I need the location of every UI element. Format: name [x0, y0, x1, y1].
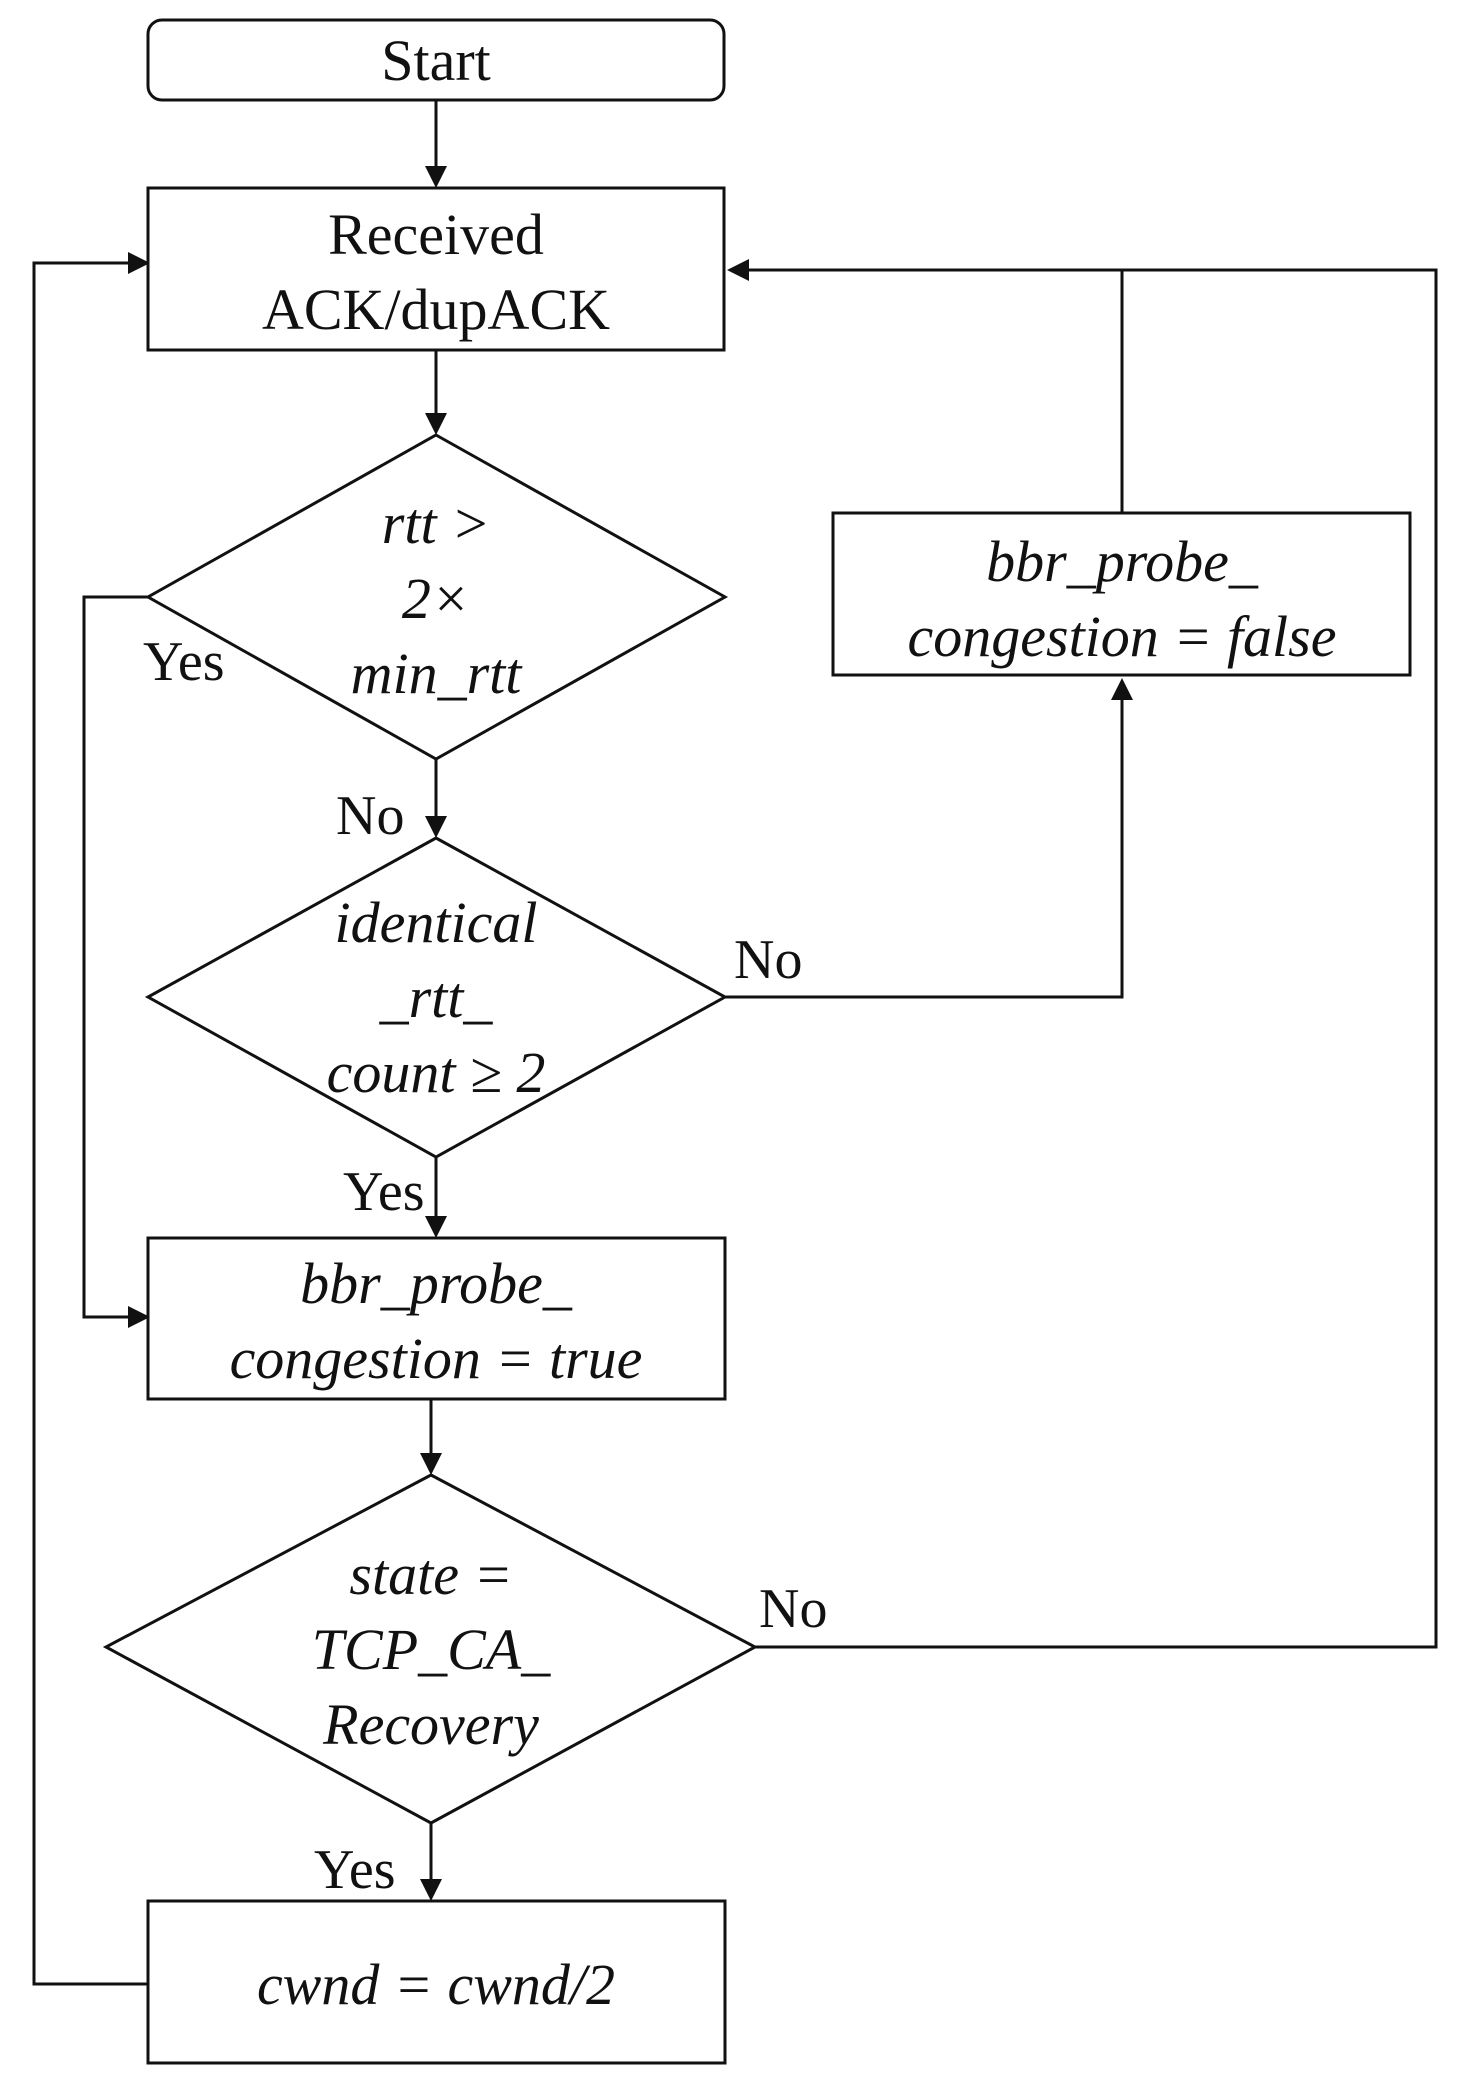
branch-labels: Yes No No Yes No Yes: [143, 631, 827, 1901]
arrowhead: [420, 1879, 442, 1901]
decision-identical-line2: _rtt_: [379, 965, 494, 1030]
arrowhead: [1111, 678, 1133, 700]
edge-cwnd-to-received: [32, 261, 148, 1986]
label-identical-yes: Yes: [343, 1161, 424, 1223]
node-received-line1: Received: [328, 202, 544, 267]
arrowhead: [425, 166, 447, 188]
decision-identical-line3: count ≥ 2: [327, 1040, 546, 1105]
process-shape: [146, 1236, 727, 1401]
node-start-text: Start: [381, 28, 491, 93]
decision-state-line1: state =: [349, 1542, 512, 1607]
process-shape: [831, 511, 1412, 677]
decision-rtt-line2: 2×: [402, 566, 470, 631]
decision-rtt: rtt > 2× min_rtt: [144, 433, 729, 761]
process-shape: [146, 1899, 727, 2065]
node-probe-false-line1: bbr_probe_: [986, 529, 1259, 594]
node-probe-true-line1: bbr_probe_: [300, 1251, 573, 1316]
connectors: [32, 100, 1438, 1986]
decision-shape: [144, 433, 729, 761]
decision-shape: [102, 1473, 759, 1825]
terminal-shape: [146, 18, 726, 102]
node-received-line2: ACK/dupACK: [262, 277, 610, 342]
node-start: Start: [146, 18, 726, 102]
node-cwnd: cwnd = cwnd/2: [146, 1899, 727, 2065]
decision-shape: [144, 836, 729, 1159]
decision-rtt-line1: rtt >: [382, 491, 490, 556]
node-probe-true: bbr_probe_ congestion = true: [146, 1236, 727, 1401]
arrowhead: [128, 252, 150, 274]
node-probe-false: bbr_probe_ congestion = false: [831, 511, 1412, 677]
decision-identical-line1: identical: [335, 890, 538, 955]
label-rtt-no: No: [336, 785, 404, 847]
decision-rtt-line3: min_rtt: [351, 641, 524, 706]
edge-rtt-yes: [82, 595, 148, 1319]
label-rtt-yes: Yes: [143, 631, 224, 693]
arrowhead: [420, 1453, 442, 1475]
decision-state-line3: Recovery: [322, 1692, 539, 1757]
arrowhead: [425, 413, 447, 435]
edge-return-right: [747, 268, 1438, 1649]
arrowhead: [425, 1216, 447, 1238]
node-probe-true-line2: congestion = true: [230, 1326, 643, 1391]
arrowhead: [425, 816, 447, 838]
decision-state-line2: TCP_CA_: [312, 1617, 551, 1682]
node-cwnd-text: cwnd = cwnd/2: [257, 1952, 615, 2017]
label-state-no: No: [759, 1578, 827, 1640]
node-probe-false-line2: congestion = false: [908, 604, 1337, 669]
node-received: Received ACK/dupACK: [146, 186, 726, 352]
process-shape: [146, 186, 726, 352]
arrowhead: [727, 259, 749, 281]
label-identical-no: No: [734, 929, 802, 991]
edge-identical-no: [725, 698, 1124, 999]
decision-state: state = TCP_CA_ Recovery: [102, 1473, 759, 1825]
decision-identical: identical _rtt_ count ≥ 2: [144, 836, 729, 1159]
label-state-yes: Yes: [314, 1839, 395, 1901]
arrowhead: [128, 1306, 150, 1328]
